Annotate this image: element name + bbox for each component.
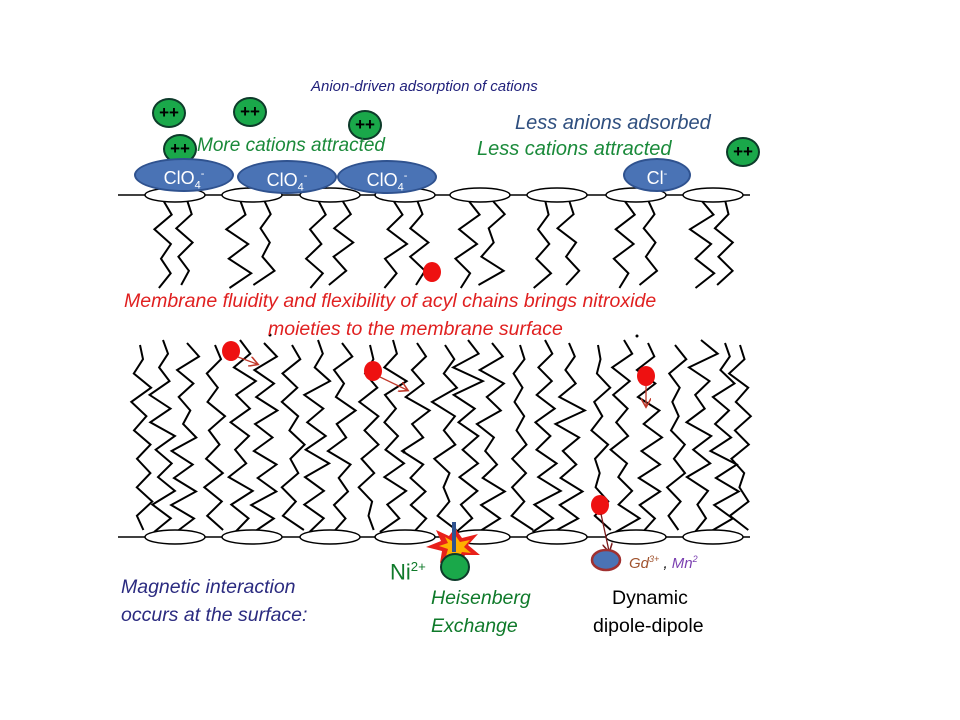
cation: ++ (233, 97, 267, 127)
acyl-chain (638, 199, 659, 286)
acyl-chain (475, 342, 507, 533)
acyl-chain (226, 339, 258, 533)
lipid-headgroup (526, 187, 588, 203)
acyl-chain (510, 344, 534, 531)
acyl-chain (379, 339, 409, 533)
less-cations-label: Less cations attracted (477, 138, 672, 160)
gd-label: Gd3+ (629, 554, 660, 572)
lipid-headgroup (144, 529, 206, 545)
lipid-headgroup (682, 529, 744, 545)
acyl-chain (328, 199, 355, 286)
fluidity-label-line2: moieties to the membrane surface (268, 318, 563, 340)
perchlorate-anion: ClO4- (134, 158, 234, 192)
motion-arrow (237, 356, 257, 364)
acyl-chain (147, 339, 177, 533)
interaction-arrow (600, 513, 609, 551)
heisenberg-label-line2: Exchange (431, 615, 518, 637)
acyl-chain (713, 199, 735, 286)
acyl-chain (430, 344, 459, 531)
acyl-chain (665, 344, 688, 531)
acyl-chain (453, 199, 482, 289)
acyl-chain (129, 344, 154, 531)
dot (635, 334, 639, 338)
acyl-chain (383, 199, 409, 289)
paramagnetic-ions-label: Gd3+ , Mn2 (629, 554, 698, 572)
cation: ++ (726, 137, 760, 167)
nickel-ion (440, 553, 470, 581)
acyl-chain (400, 342, 432, 533)
spin-label (222, 341, 240, 361)
acyl-chain (450, 339, 486, 533)
fluidity-label-line1: Membrane fluidity and flexibility of acy… (124, 290, 657, 312)
motion-arrows (237, 356, 646, 551)
spin-labels (222, 262, 655, 515)
spin-label (423, 262, 441, 282)
magnetic-label-line1: Magnetic interaction (121, 576, 296, 598)
dipole-label-line1: Dynamic (612, 587, 688, 609)
lipid-headgroup (526, 529, 588, 545)
acyl-chain (169, 342, 201, 533)
acyl-chain (152, 199, 173, 289)
heisenberg-label-line1: Heisenberg (431, 587, 531, 609)
less-anions-label: Less anions adsorbed (515, 112, 711, 134)
acyl-chain (688, 199, 716, 289)
acyl-chain (249, 342, 280, 533)
spin-label (364, 361, 382, 381)
mn-label: Mn2 (671, 554, 698, 572)
cation: ++ (152, 98, 186, 128)
acyl-chain (684, 339, 720, 533)
magnetic-label-line2: occurs at the surface: (121, 604, 308, 626)
chloride-anion: Cl- (623, 158, 691, 192)
perchlorate-anion: ClO4- (337, 160, 437, 194)
acyl-chain (202, 344, 227, 531)
acyl-chain (326, 342, 358, 533)
spin-label (637, 366, 655, 386)
perchlorate-anion: ClO4- (237, 160, 337, 194)
acyl-chain (609, 339, 642, 533)
lipid-headgroup (299, 529, 361, 545)
dipole-label-line2: dipole-dipole (593, 615, 704, 637)
exchange-burst-icon (426, 522, 480, 566)
acyl-chains (129, 199, 753, 533)
dot (268, 333, 272, 337)
acyl-chain (280, 344, 307, 531)
motion-arrow (379, 376, 407, 390)
diagram-title: Anion-driven adsorption of cations (311, 78, 538, 95)
dot (402, 450, 406, 454)
gadolinium-ion (590, 548, 622, 572)
lipid-headgroup (374, 529, 436, 545)
acyl-chain (224, 199, 254, 289)
acyl-chain (533, 199, 553, 289)
lipid-headgroup (605, 529, 667, 545)
lipid-headgroup (221, 529, 283, 545)
acyl-chain (555, 199, 581, 286)
acyl-chain (174, 199, 195, 286)
lipid-headgroup (449, 187, 511, 203)
acyl-chain (532, 339, 563, 533)
acyl-chain (252, 199, 276, 286)
bottom-headgroups (144, 529, 744, 545)
acyl-chain (727, 344, 753, 531)
nickel-label: Ni2+ (390, 559, 426, 585)
acyl-chain (302, 339, 332, 533)
acyl-chain (552, 342, 588, 533)
lipid-headgroup (682, 187, 744, 203)
acyl-chain (478, 199, 507, 286)
acyl-chain (612, 199, 637, 289)
acyl-chain (304, 199, 327, 289)
more-cations-label: More cations attracted (197, 135, 385, 156)
spin-label (591, 495, 609, 515)
acyl-chain (708, 342, 741, 533)
cation: ++ (348, 110, 382, 140)
